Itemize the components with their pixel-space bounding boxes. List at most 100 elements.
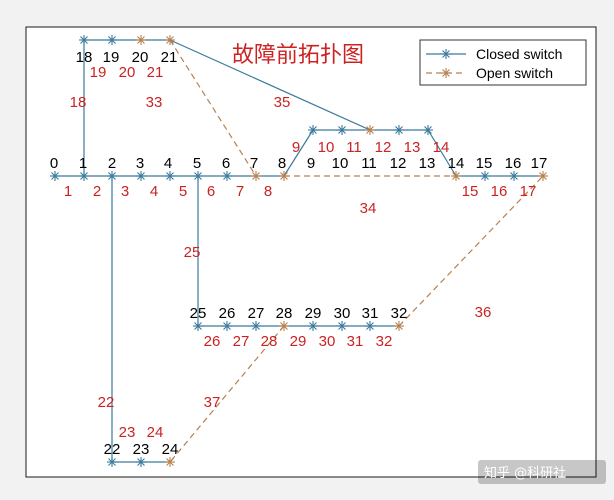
node-marker-8 (279, 171, 289, 181)
node-marker-6 (222, 171, 232, 181)
edge-label-13: 13 (404, 139, 421, 156)
node-marker-13 (423, 125, 433, 135)
open-switch-marker-icon (441, 68, 451, 78)
edge-label-9: 9 (292, 139, 300, 156)
edge-label-21: 21 (147, 64, 164, 81)
edge-label-22: 22 (98, 394, 115, 411)
edge-label-37: 37 (204, 394, 221, 411)
node-label-26: 26 (219, 305, 236, 322)
legend-open-label: Open switch (476, 65, 553, 81)
edge-label-15: 15 (462, 183, 479, 200)
edge-label-11: 11 (346, 139, 362, 156)
edge-label-18: 18 (70, 94, 87, 111)
node-label-30: 30 (334, 305, 351, 322)
edge-label-28: 28 (261, 333, 278, 350)
node-marker-1 (79, 171, 89, 181)
edge-label-3: 3 (121, 183, 129, 200)
node-marker-10 (337, 125, 347, 135)
node-label-27: 27 (248, 305, 265, 322)
edge-label-26: 26 (204, 333, 221, 350)
edge-label-36: 36 (475, 304, 492, 321)
plot-area (25, 26, 597, 478)
node-label-21: 21 (161, 49, 178, 66)
node-label-2: 2 (108, 155, 116, 172)
node-label-28: 28 (276, 305, 293, 322)
node-marker-25 (193, 321, 203, 331)
node-label-1: 1 (79, 155, 87, 172)
node-marker-7 (251, 171, 261, 181)
node-label-18: 18 (76, 49, 93, 66)
node-marker-24 (165, 457, 175, 467)
node-marker-9 (308, 125, 318, 135)
edge-label-17: 17 (520, 183, 537, 200)
edge-label-6: 6 (207, 183, 215, 200)
edge-label-27: 27 (233, 333, 250, 350)
node-marker-22 (107, 457, 117, 467)
edge-label-12: 12 (375, 139, 392, 156)
node-label-29: 29 (305, 305, 322, 322)
node-marker-18 (79, 35, 89, 45)
node-label-8: 8 (278, 155, 286, 172)
node-marker-20 (136, 35, 146, 45)
watermark-backdrop (478, 460, 606, 484)
node-label-0: 0 (50, 155, 58, 172)
node-label-5: 5 (193, 155, 201, 172)
node-marker-27 (251, 321, 261, 331)
watermark-text: 知乎 @科研社 (484, 465, 566, 481)
node-marker-3 (136, 171, 146, 181)
edge-36 (398, 175, 544, 327)
edge-label-24: 24 (147, 424, 164, 441)
node-label-4: 4 (164, 155, 172, 172)
node-marker-30 (337, 321, 347, 331)
node-marker-16 (509, 171, 519, 181)
edge-label-23: 23 (119, 424, 136, 441)
edge-label-30: 30 (319, 333, 336, 350)
node-marker-31 (365, 321, 375, 331)
node-marker-17 (538, 171, 548, 181)
node-marker-11 (365, 125, 375, 135)
edge-label-32: 32 (376, 333, 393, 350)
edge-label-35: 35 (274, 94, 291, 111)
node-label-20: 20 (132, 49, 149, 66)
node-label-17: 17 (531, 155, 548, 172)
node-label-7: 7 (250, 155, 258, 172)
node-marker-19 (107, 35, 117, 45)
node-marker-4 (165, 171, 175, 181)
edge-label-19: 19 (90, 64, 107, 81)
node-label-24: 24 (162, 441, 179, 458)
legend-closed-entry: Closed switch (426, 46, 562, 62)
node-label-15: 15 (476, 155, 493, 172)
edge-label-2: 2 (93, 183, 101, 200)
edge-label-34: 34 (360, 200, 377, 217)
edge-label-5: 5 (179, 183, 187, 200)
edge-label-14: 14 (433, 139, 450, 156)
diagram-title: 故障前拓扑图 (232, 43, 364, 68)
node-marker-28 (279, 321, 289, 331)
node-label-3: 3 (136, 155, 144, 172)
edge-35 (169, 39, 371, 131)
closed-switch-marker-icon (441, 49, 451, 59)
node-label-16: 16 (505, 155, 522, 172)
node-label-22: 22 (104, 441, 121, 458)
node-label-10: 10 (332, 155, 349, 172)
edge-label-1: 1 (64, 183, 72, 200)
legend-open-entry: Open switch (426, 65, 553, 81)
node-marker-23 (136, 457, 146, 467)
legend-box (419, 39, 587, 86)
edge-label-31: 31 (347, 333, 364, 350)
node-marker-5 (193, 171, 203, 181)
edge-label-29: 29 (290, 333, 307, 350)
edge-label-10: 10 (318, 139, 335, 156)
edge-label-20: 20 (119, 64, 136, 81)
edge-label-8: 8 (264, 183, 272, 200)
node-marker-21 (165, 35, 175, 45)
edge-label-25: 25 (184, 244, 201, 261)
node-label-13: 13 (419, 155, 436, 172)
node-label-9: 9 (307, 155, 315, 172)
edge-label-4: 4 (150, 183, 158, 200)
node-marker-15 (480, 171, 490, 181)
legend: Closed switch Open switch (419, 39, 587, 86)
node-label-25: 25 (190, 305, 207, 322)
edge-33 (169, 39, 257, 177)
